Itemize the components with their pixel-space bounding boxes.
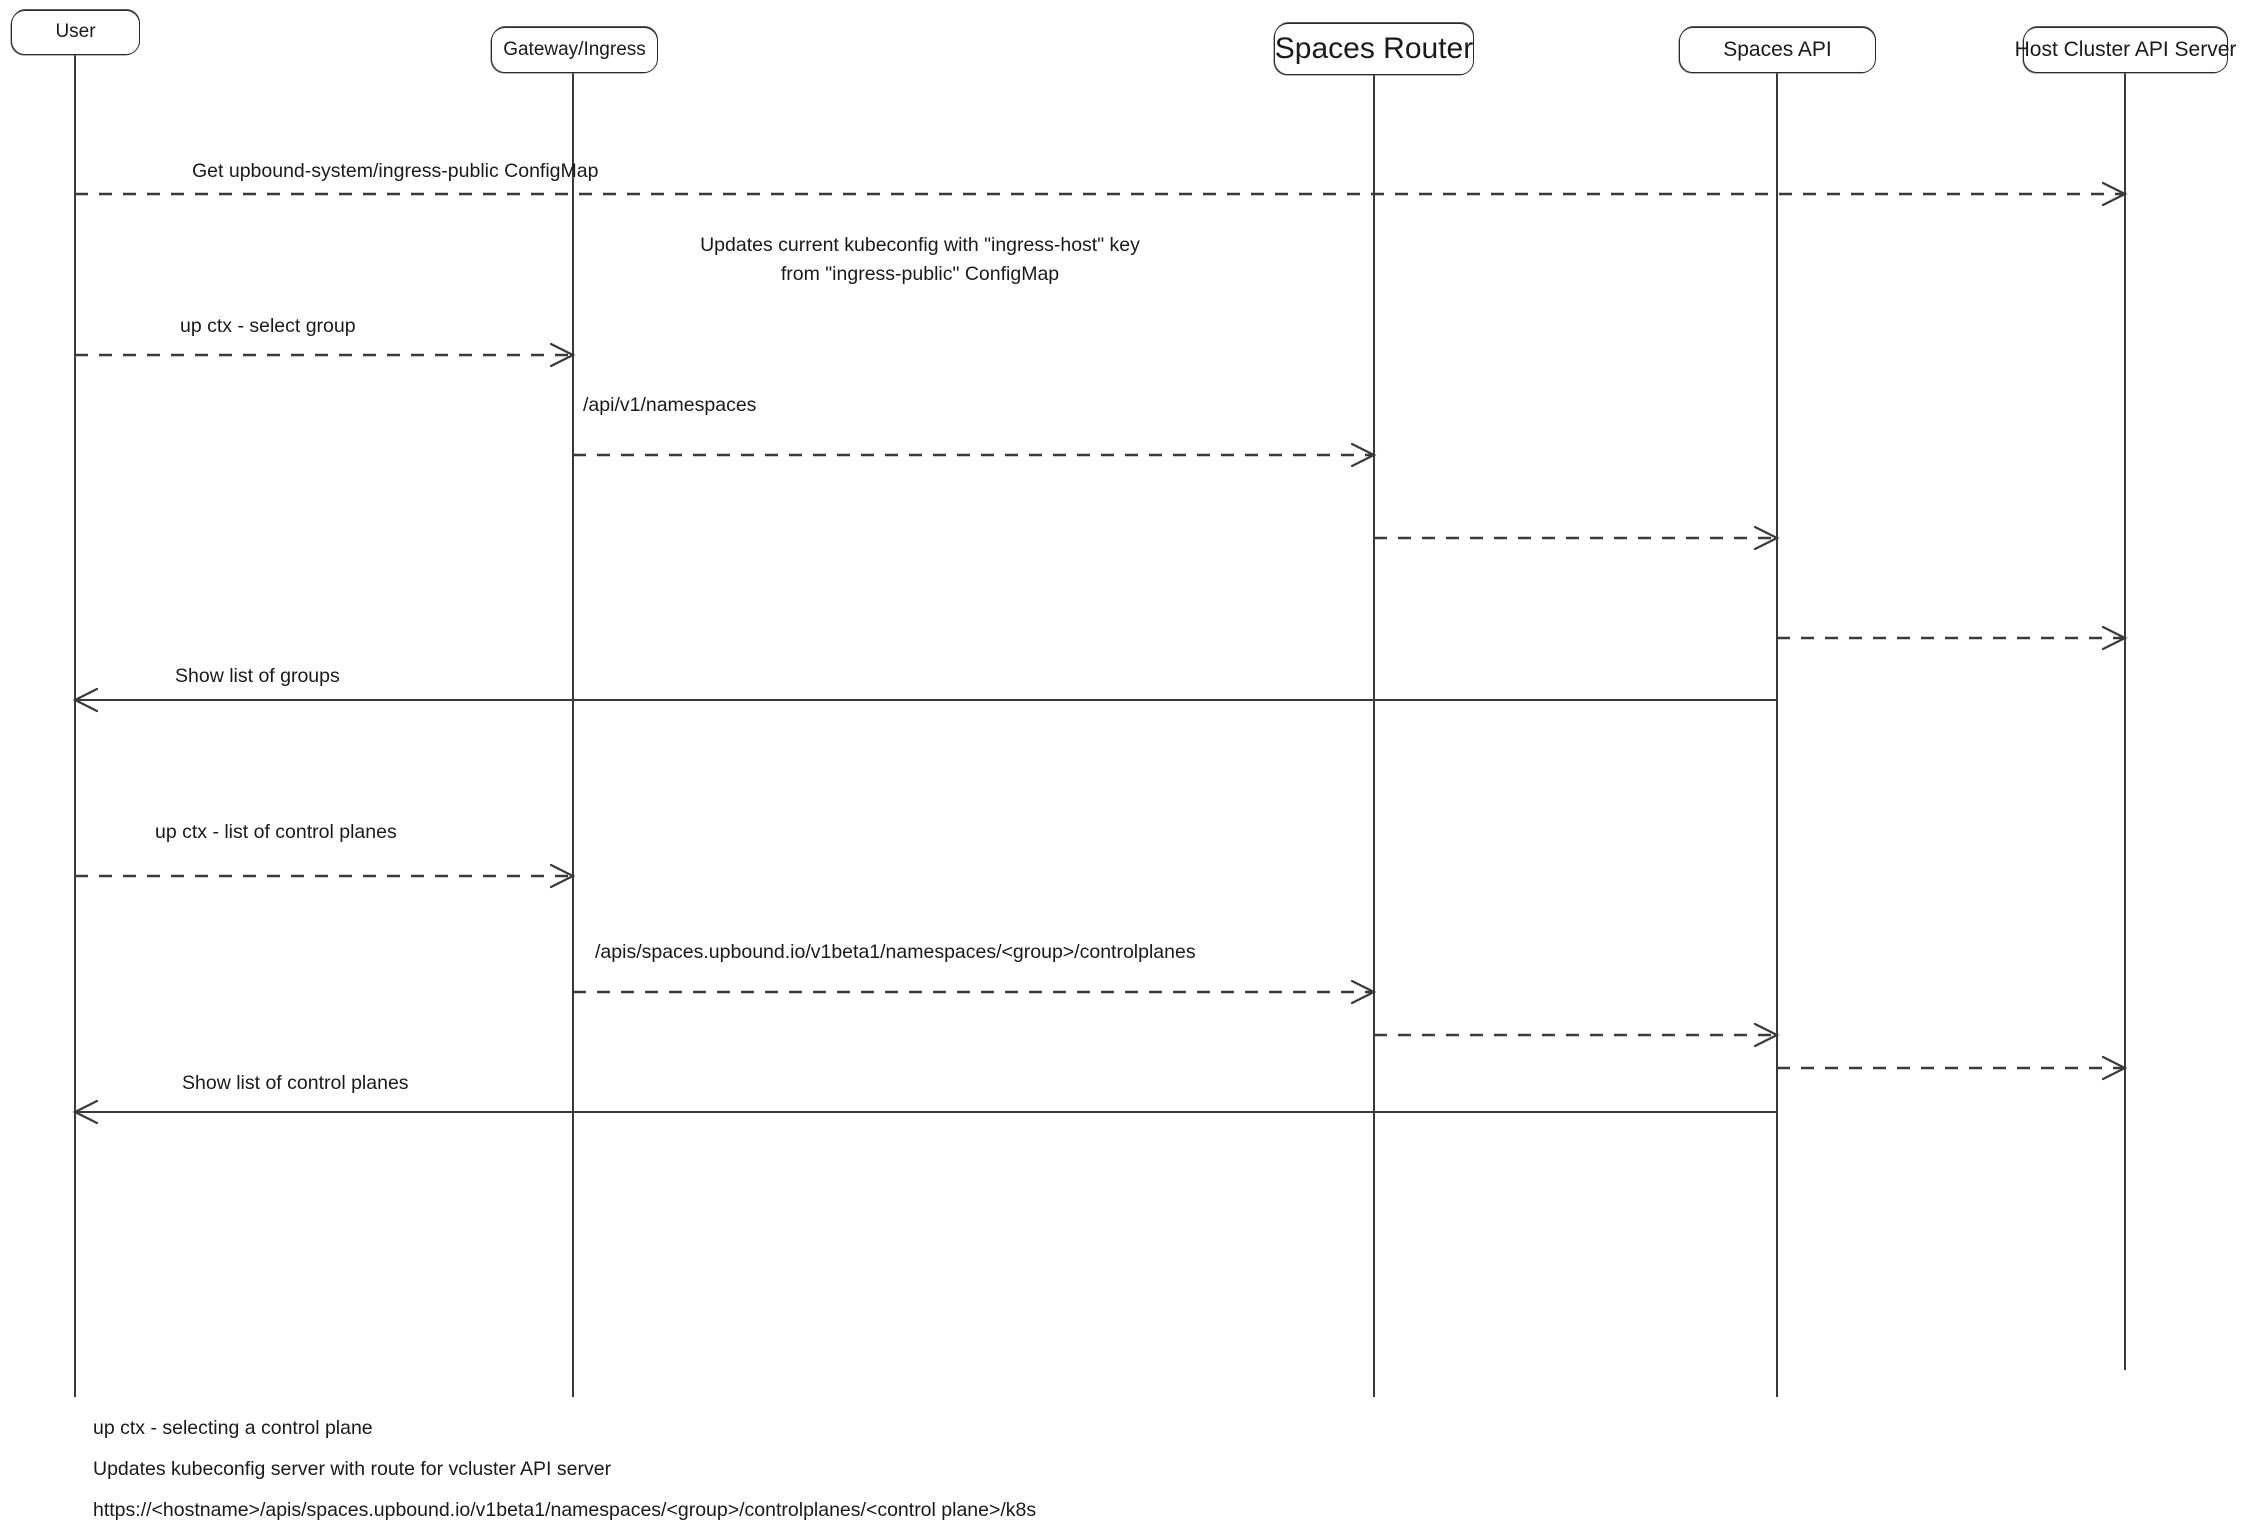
message-m7 bbox=[75, 863, 576, 889]
message-m8 bbox=[573, 979, 1377, 1005]
message-m2 bbox=[75, 342, 576, 368]
message-m9 bbox=[1374, 1022, 1780, 1048]
participant-box-user[interactable]: User bbox=[11, 10, 140, 55]
message-label-m11: Show list of control planes bbox=[182, 1072, 409, 1094]
note-line: from "ingress-public" ConfigMap bbox=[780, 263, 1060, 286]
participant-box-host-api[interactable]: Host Cluster API Server bbox=[2015, 27, 2236, 73]
message-label-m2: up ctx - select group bbox=[180, 315, 356, 337]
arrowhead-icon-m11 bbox=[72, 1099, 99, 1125]
message-m4 bbox=[1374, 525, 1780, 551]
message-label-m7: up ctx - list of control planes bbox=[155, 821, 397, 843]
arrowhead-icon-m3 bbox=[1350, 442, 1377, 468]
arrowhead-icon-m2 bbox=[549, 342, 576, 368]
arrowhead-icon-m7 bbox=[549, 863, 576, 889]
note-n1: Updates current kubeconfig with "ingress… bbox=[420, 231, 1420, 290]
lifelines-group bbox=[74, 55, 2126, 1397]
message-label-m6: Show list of groups bbox=[175, 665, 340, 687]
message-m1 bbox=[75, 181, 2128, 207]
participant-label-spaces-api: Spaces API bbox=[1723, 38, 1832, 62]
participant-box-router[interactable]: Spaces Router bbox=[1274, 23, 1474, 75]
footnote-f3: https://<hostname>/apis/spaces.upbound.i… bbox=[93, 1499, 1037, 1521]
participant-label-router: Spaces Router bbox=[1274, 32, 1474, 65]
arrowhead-icon-m5 bbox=[2101, 625, 2128, 651]
arrowhead-icon-m1 bbox=[2101, 181, 2128, 207]
message-label-m8: /apis/spaces.upbound.io/v1beta1/namespac… bbox=[595, 941, 1196, 963]
participant-box-spaces-api[interactable]: Spaces API bbox=[1679, 27, 1876, 73]
arrowhead-icon-m4 bbox=[1753, 525, 1780, 551]
arrowhead-icon-m9 bbox=[1753, 1022, 1780, 1048]
note-line: Updates current kubeconfig with "ingress… bbox=[700, 234, 1140, 256]
footnote-f2: Updates kubeconfig server with route for… bbox=[93, 1458, 612, 1480]
arrowhead-icon-m8 bbox=[1350, 979, 1377, 1005]
message-m5 bbox=[1777, 625, 2128, 651]
message-label-m3: /api/v1/namespaces bbox=[583, 394, 757, 416]
participant-label-gateway: Gateway/Ingress bbox=[503, 38, 646, 60]
participant-label-host-api: Host Cluster API Server bbox=[2014, 38, 2237, 62]
message-m11 bbox=[72, 1099, 1777, 1125]
message-m10 bbox=[1777, 1055, 2128, 1081]
message-arrows-group bbox=[72, 181, 2128, 1125]
participant-box-gateway[interactable]: Gateway/Ingress bbox=[491, 27, 658, 73]
footnote-f1: up ctx - selecting a control plane bbox=[93, 1417, 373, 1439]
message-m3 bbox=[573, 442, 1377, 468]
arrowhead-icon-m10 bbox=[2101, 1055, 2128, 1081]
participant-label-user: User bbox=[55, 21, 96, 43]
arrowhead-icon-m6 bbox=[72, 687, 99, 713]
message-label-m1: Get upbound-system/ingress-public Config… bbox=[192, 160, 599, 182]
message-m6 bbox=[72, 687, 1777, 713]
